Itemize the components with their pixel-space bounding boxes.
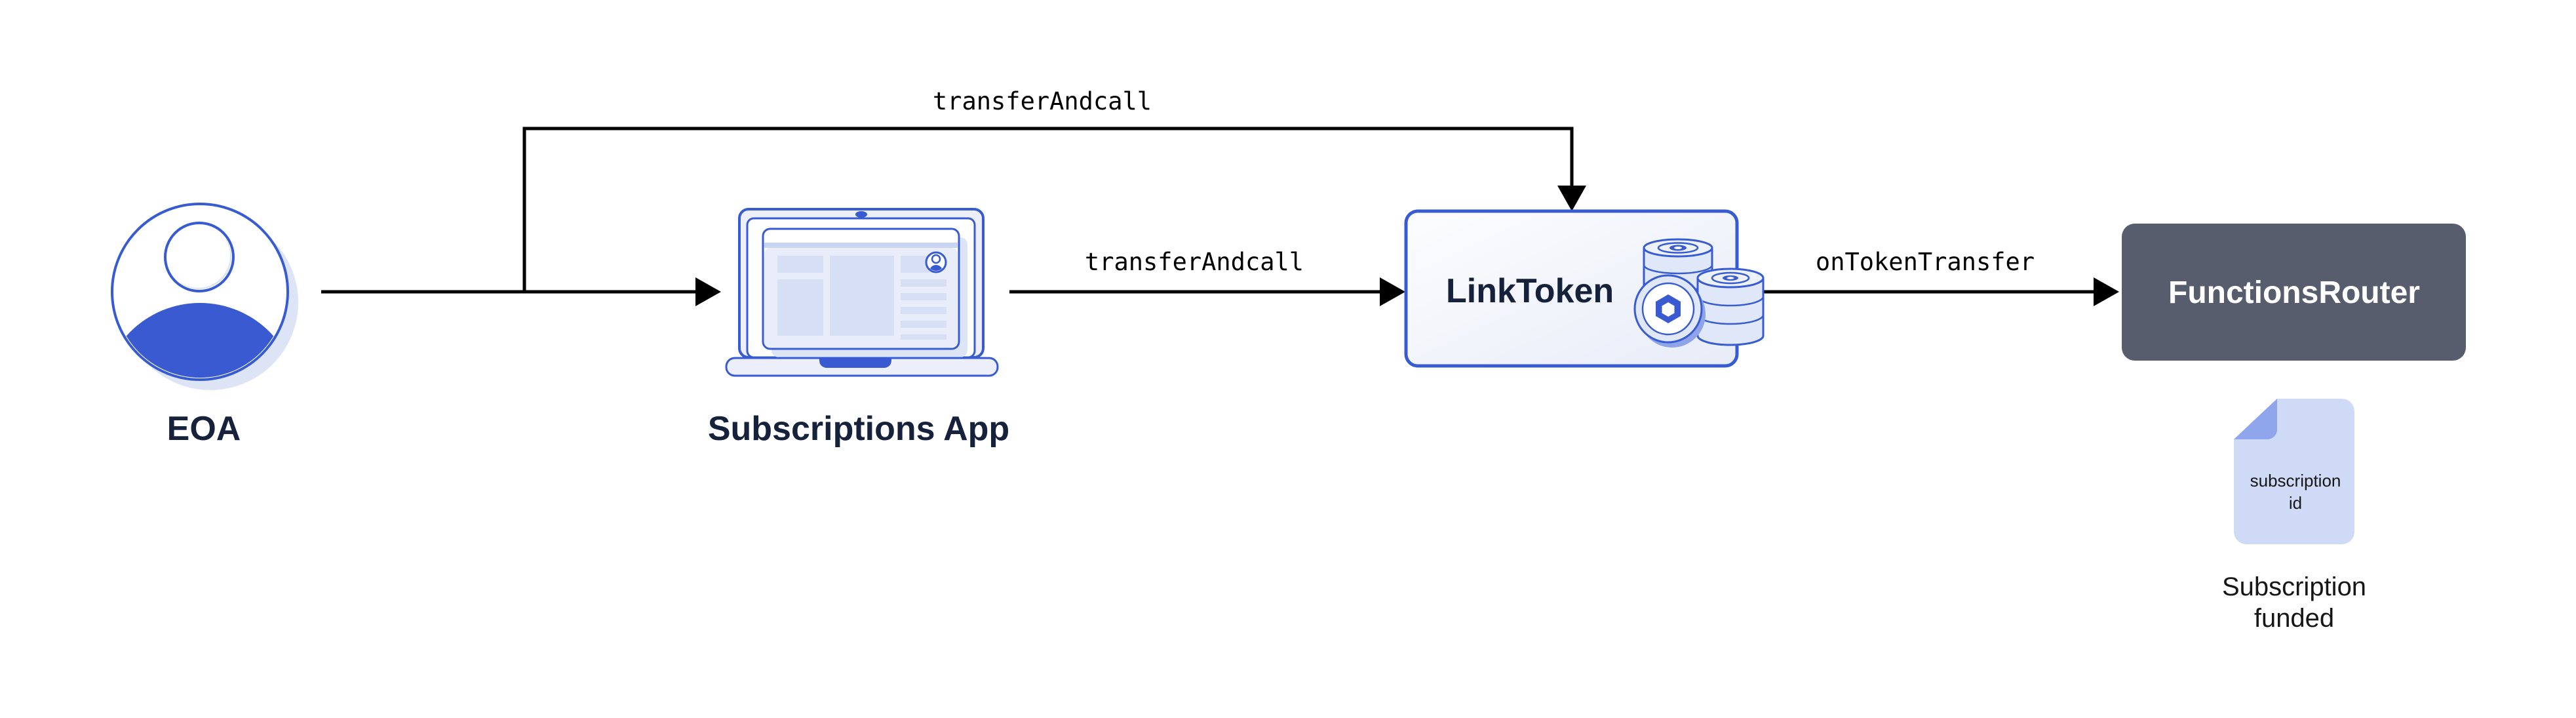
avatar-head-inner (167, 225, 230, 288)
content-line-2 (901, 293, 946, 300)
functions-router-label: FunctionsRouter (2168, 275, 2420, 310)
caption-line1: Subscription (2222, 572, 2366, 601)
document-icon (2234, 399, 2354, 544)
arrowhead-into-linktoken-top (1557, 186, 1586, 211)
edge-label-transferandcall-mid: transferAndcall (1085, 248, 1304, 276)
coin-stack-icon (1633, 238, 1765, 348)
linktoken-label: LinkToken (1446, 272, 1614, 310)
coin-top-hex-hole (1674, 247, 1682, 249)
laptop-browser-icon (725, 208, 999, 377)
laptop-camera-dot (855, 211, 867, 218)
eoa-node: EOA (111, 203, 298, 448)
content-block-main (830, 256, 894, 336)
chainlink-hexagon-hole (1662, 302, 1675, 317)
coin-top-ring (1711, 271, 1750, 285)
subscriptions-app-node: Subscriptions App (708, 208, 1009, 448)
coin-seam (1643, 264, 1713, 275)
linktoken-node: LinkToken (1404, 209, 1765, 368)
browser-toolbar-strip (764, 243, 958, 248)
content-line-1 (901, 279, 946, 287)
content-block-right-header (901, 256, 929, 273)
edge-eoa-to-app (321, 277, 721, 306)
functions-router-box (2122, 224, 2466, 361)
avatar-body (114, 303, 286, 378)
doc-text-line1: subscription (2250, 471, 2341, 490)
content-block-sidebar-top (777, 256, 823, 273)
content-line-3 (901, 307, 946, 314)
edge-linktoken-to-router (1763, 277, 2119, 306)
arrowhead-into-router (2094, 277, 2119, 306)
caption-line2: funded (2254, 604, 2334, 633)
coin-top-hex-hole (1727, 277, 1734, 279)
content-line-5 (901, 334, 946, 340)
functions-router-node: FunctionsRouter (2122, 224, 2466, 361)
mini-avatar-body (929, 265, 943, 271)
eoa-label: EOA (167, 410, 241, 448)
document-folded-corner (2234, 399, 2277, 439)
laptop-base-notch (819, 359, 891, 368)
subscriptions-app-label: Subscriptions App (708, 410, 1009, 448)
person-avatar-icon (111, 203, 298, 390)
subscription-doc: subscription id Subscription funded (2222, 399, 2366, 633)
edge-label-transferandcall-top: transferAndcall (933, 87, 1152, 115)
arrowhead-into-app (695, 277, 721, 306)
avatar-head-outline (164, 222, 235, 292)
edge-line-eoa-linktoken (522, 127, 1574, 292)
edge-app-to-linktoken (1009, 277, 1405, 306)
mini-avatar-head (931, 254, 941, 264)
arrowhead-into-linktoken-left (1380, 277, 1405, 306)
content-line-4 (901, 321, 946, 328)
coin-stack-right-body (1696, 278, 1765, 346)
content-block-sidebar (777, 279, 823, 336)
doc-text-line2: id (2289, 493, 2302, 513)
edge-label-ontokentransfer: onTokenTransfer (1816, 248, 2035, 276)
mini-user-avatar-icon (925, 251, 947, 273)
edge-eoa-to-linktoken (522, 127, 1586, 292)
coin-top-ring (1657, 242, 1699, 254)
